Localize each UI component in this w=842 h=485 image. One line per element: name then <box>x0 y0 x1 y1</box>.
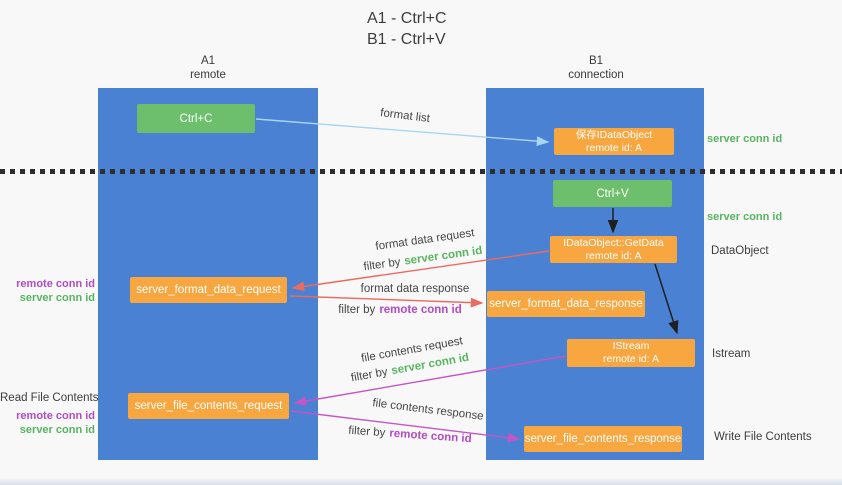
lifeline-header-b1: B1 connection <box>486 54 706 82</box>
istream-box: IStream remote id: A <box>567 339 695 367</box>
save-idataobject-box: 保存IDataObject remote id: A <box>554 128 674 155</box>
server-format-data-response-label: server_format_data_response <box>489 298 643 310</box>
filter-by-text: filter by <box>362 256 402 274</box>
getdata-line1: IDataObject::GetData <box>563 236 664 249</box>
save-idataobject-line2: remote id: A <box>585 141 643 154</box>
server-conn-id-label-2: server conn id <box>19 424 95 436</box>
format-data-response-arrow <box>289 295 484 308</box>
remote-conn-id-label-2: remote conn id <box>16 410 95 422</box>
server-file-contents-response-box: server_file_contents_response <box>524 426 682 452</box>
remote-conn-id-term: remote conn id <box>379 304 462 316</box>
filter-by-text: filter by <box>338 304 376 316</box>
server-format-data-request-box: server_format_data_request <box>130 277 287 303</box>
istream-side-label: Istream <box>712 348 751 360</box>
getdata-line2: remote id: A <box>585 249 642 262</box>
server-file-contents-request-box: server_file_contents_request <box>128 393 289 419</box>
ctrl-v-box: Ctrl+V <box>553 180 672 207</box>
server-conn-id-label-top: server conn id <box>707 133 783 145</box>
server-file-contents-response-label: server_file_contents_response <box>524 433 682 445</box>
bottom-edge-shade <box>0 478 842 485</box>
filter-by-text: filter by <box>347 424 386 440</box>
server-file-contents-request-label: server_file_contents_request <box>134 400 283 412</box>
istream-line2: remote id: A <box>602 353 660 365</box>
filter-by-text: filter by <box>350 366 389 385</box>
write-file-contents-label: Write File Contents <box>714 431 812 443</box>
ctrl-v-label: Ctrl+V <box>596 187 629 200</box>
lifeline-a1-name: A1 <box>200 55 216 67</box>
lifeline-a1-role: remote <box>190 69 226 81</box>
remote-conn-id-term: remote conn id <box>388 427 473 446</box>
server-format-data-request-label: server_format_data_request <box>136 284 281 296</box>
ctrl-c-box: Ctrl+C <box>137 104 255 133</box>
server-conn-id-label-1: server conn id <box>19 292 95 304</box>
server-conn-id-label-mid: server conn id <box>707 211 783 223</box>
lifeline-b1-role: connection <box>568 69 624 81</box>
diagram-title: A1 - Ctrl+C B1 - Ctrl+V <box>367 8 447 50</box>
read-file-contents-label: Read File Contents <box>0 392 99 404</box>
istream-line1: IStream <box>612 340 650 352</box>
lifeline-header-a1: A1 remote <box>98 54 318 82</box>
title-line-1: A1 - Ctrl+C <box>367 10 447 27</box>
lifeline-b1-name: B1 <box>588 55 604 67</box>
file-contents-response-label: file contents response <box>371 397 485 423</box>
remote-conn-id-label-1: remote conn id <box>16 278 95 290</box>
format-data-response-label: format data response <box>360 283 470 295</box>
title-line-2: B1 - Ctrl+V <box>367 31 446 48</box>
server-format-data-response-box: server_format_data_response <box>487 291 645 317</box>
format-list-label: format list <box>379 107 431 125</box>
server-conn-id-term: server conn id <box>403 244 484 268</box>
save-idataobject-line1: 保存IDataObject <box>575 128 653 141</box>
ctrl-c-label: Ctrl+C <box>179 112 213 125</box>
dataobject-label: DataObject <box>711 245 769 257</box>
getdata-box: IDataObject::GetData remote id: A <box>550 236 677 263</box>
copy-paste-divider-line <box>0 169 842 174</box>
